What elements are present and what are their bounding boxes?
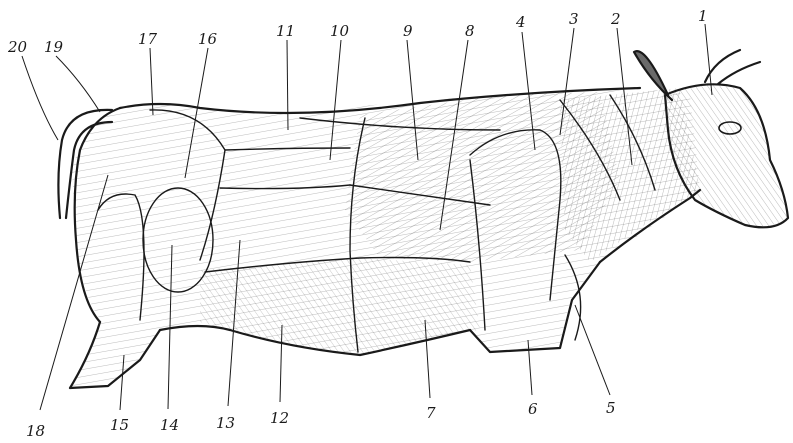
label-5: 5: [606, 399, 616, 417]
label-10: 10: [330, 22, 350, 40]
label-8: 8: [465, 22, 475, 40]
label-4: 4: [515, 13, 526, 31]
label-6: 6: [528, 400, 538, 418]
label-7: 7: [426, 404, 436, 422]
horn-right: [718, 62, 760, 84]
label-18: 18: [26, 422, 45, 440]
leader-19: [56, 56, 100, 112]
body-fill-belly: [200, 258, 480, 355]
label-3: 3: [569, 10, 579, 28]
label-9: 9: [403, 22, 413, 40]
leader-20: [22, 56, 58, 140]
label-16: 16: [198, 30, 218, 48]
label-15: 15: [110, 416, 129, 434]
label-13: 13: [216, 414, 235, 432]
leader-5: [575, 305, 610, 395]
label-12: 12: [270, 409, 289, 427]
label-14: 14: [160, 416, 179, 434]
body-silhouette: [58, 50, 788, 388]
label-19: 19: [44, 38, 64, 56]
label-11: 11: [276, 22, 295, 40]
label-20: 20: [7, 38, 28, 56]
label-17: 17: [138, 30, 158, 48]
label-1: 1: [698, 7, 708, 25]
label-2: 2: [610, 10, 621, 28]
